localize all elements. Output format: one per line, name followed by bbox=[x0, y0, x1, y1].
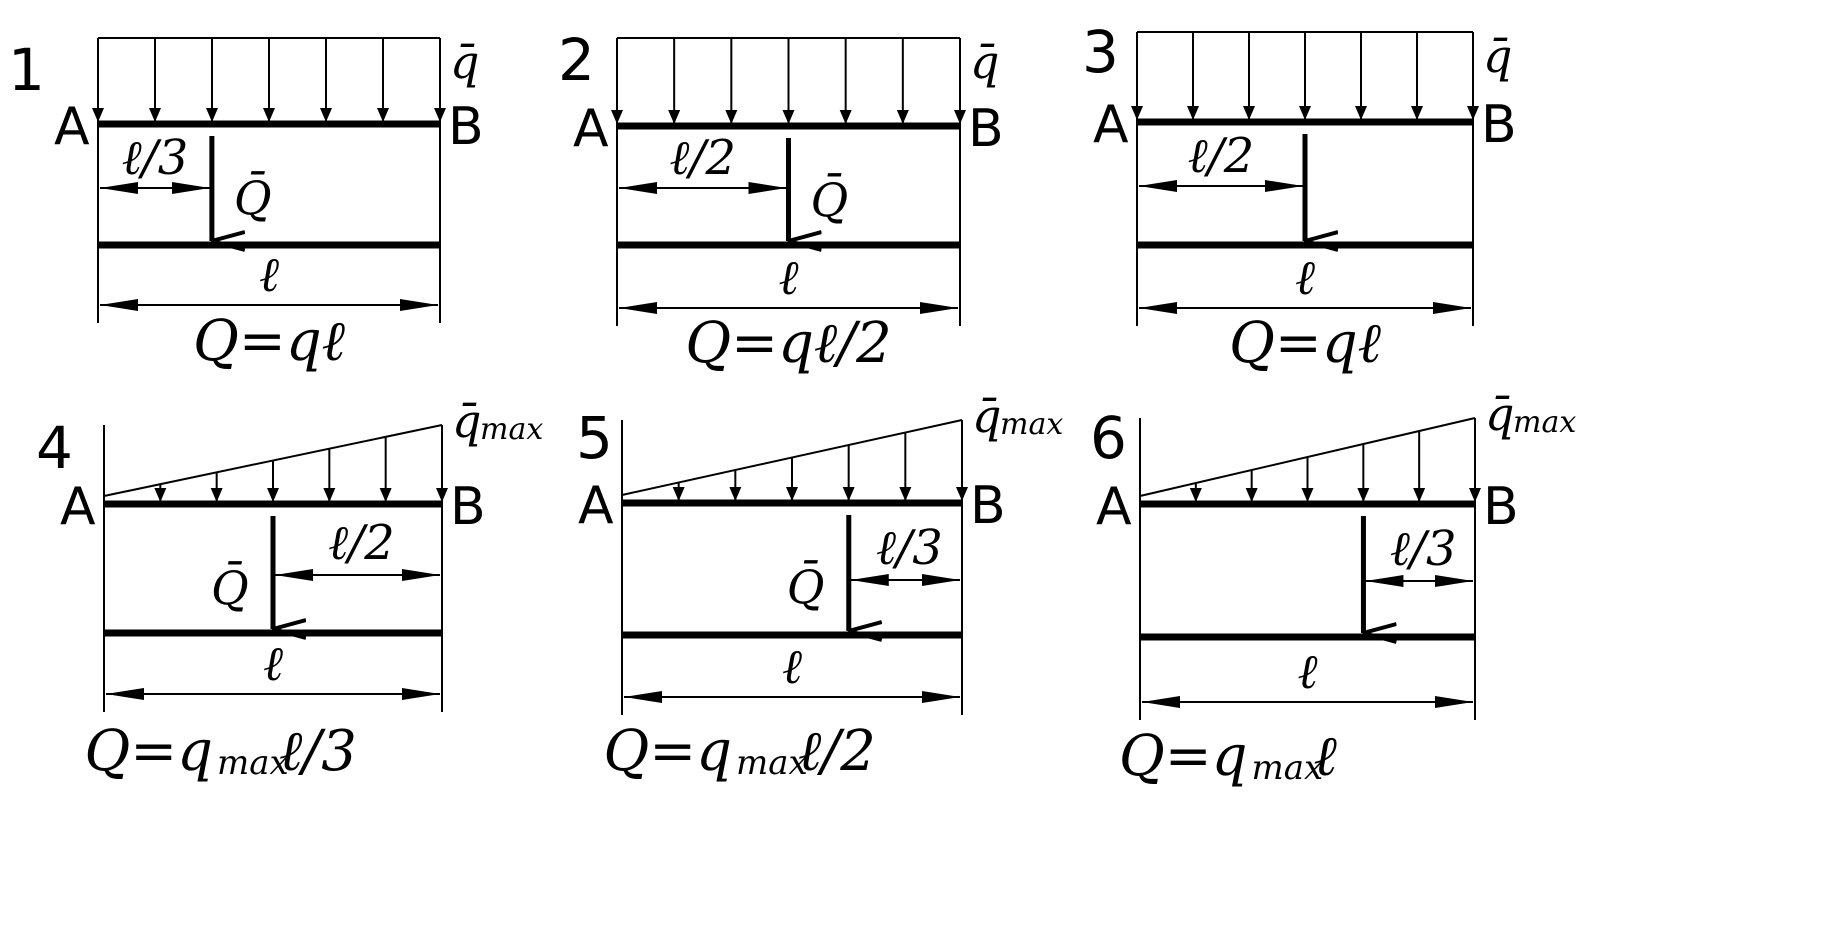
distributed-load bbox=[611, 37, 966, 124]
load-label: q̄ bbox=[1485, 387, 1514, 441]
distributed-load bbox=[1131, 31, 1479, 120]
panel-number: 5 bbox=[576, 404, 613, 472]
panel-3: 3 q̄ A Bℓ/2 ℓQ=qℓ bbox=[1082, 18, 1517, 376]
formula-tail: ℓ/3 bbox=[279, 719, 357, 784]
position-dimension-label: ℓ/2 bbox=[1188, 128, 1255, 184]
span-dimension: ℓ bbox=[624, 639, 960, 703]
span-dimension-label: ℓ bbox=[779, 250, 799, 306]
span-dimension: ℓ bbox=[106, 636, 440, 700]
position-dimension-label: ℓ/3 bbox=[1390, 521, 1457, 577]
panel-number: 1 bbox=[8, 36, 45, 104]
load-label-subscript: max bbox=[1513, 405, 1576, 440]
formula-text: Q=q bbox=[603, 719, 732, 784]
point-b-label: B bbox=[970, 476, 1006, 536]
formula-text: Q=q bbox=[1119, 724, 1248, 789]
force-position-dimension: ℓ/2 bbox=[619, 130, 787, 194]
distributed-load bbox=[103, 424, 448, 502]
position-dimension-label: ℓ/2 bbox=[328, 515, 395, 571]
resultant-formula: Q=qℓ bbox=[193, 309, 346, 374]
span-dimension-label: ℓ bbox=[259, 247, 279, 303]
formula-tail: ℓ/2 bbox=[798, 719, 876, 784]
point-a-label: A bbox=[1093, 95, 1129, 155]
span-dimension-label: ℓ bbox=[263, 636, 283, 692]
formula-subscript: max bbox=[736, 743, 808, 783]
load-label: q̄ bbox=[972, 389, 1001, 443]
load-label: q̄ bbox=[970, 35, 999, 89]
resultant-force-label: Q̄ bbox=[811, 172, 849, 227]
position-dimension-label: ℓ/3 bbox=[876, 520, 943, 576]
formula-subscript: max bbox=[217, 743, 289, 783]
force-position-dimension: ℓ/3 bbox=[850, 520, 960, 586]
panel-number: 3 bbox=[1082, 18, 1119, 86]
span-dimension-label: ℓ bbox=[1295, 250, 1315, 306]
span-dimension-label: ℓ bbox=[782, 639, 802, 695]
point-a-label: A bbox=[578, 476, 614, 536]
position-dimension-label: ℓ/2 bbox=[669, 130, 736, 186]
distributed-load bbox=[92, 37, 446, 122]
point-b-label: B bbox=[448, 97, 484, 157]
span-dimension-label: ℓ bbox=[1298, 644, 1318, 700]
resultant-formula: Q=qℓ/2 bbox=[685, 311, 892, 376]
force-position-dimension: ℓ/2 bbox=[1139, 128, 1303, 192]
panel-number: 2 bbox=[558, 26, 595, 94]
formula-text: Q=qℓ bbox=[1229, 311, 1382, 376]
point-a-label: A bbox=[54, 97, 90, 157]
span-dimension: ℓ bbox=[619, 250, 958, 314]
point-a-label: A bbox=[60, 477, 96, 537]
force-position-dimension: ℓ/3 bbox=[100, 130, 210, 194]
load-label-subscript: max bbox=[1000, 407, 1063, 442]
panel-1: 1 q̄ A B Q̄ ℓ/3 ℓQ=qℓ bbox=[8, 35, 484, 374]
panel-number: 6 bbox=[1090, 404, 1127, 472]
formula-text: Q=qℓ bbox=[193, 309, 346, 374]
resultant-force-label: Q̄ bbox=[234, 170, 272, 225]
formula-text: Q=q bbox=[84, 719, 213, 784]
formula-text: Q=qℓ/2 bbox=[685, 311, 892, 376]
point-b-label: B bbox=[450, 477, 486, 537]
distributed-load bbox=[1139, 417, 1481, 502]
force-position-dimension: ℓ/2 bbox=[275, 515, 440, 581]
span-dimension: ℓ bbox=[100, 247, 438, 311]
resultant-force-label: Q̄ bbox=[211, 560, 249, 615]
resultant-force-label: Q̄ bbox=[787, 559, 825, 614]
formula-subscript: max bbox=[1252, 748, 1324, 788]
panel-2: 2 q̄ A B Q̄ ℓ/2 ℓQ=qℓ/2 bbox=[558, 26, 1004, 376]
span-dimension: ℓ bbox=[1142, 644, 1473, 708]
distributed-load bbox=[621, 419, 968, 501]
point-b-label: B bbox=[1481, 95, 1517, 155]
resultant-formula: Q=qℓ bbox=[1229, 311, 1382, 376]
span-dimension: ℓ bbox=[1139, 250, 1471, 314]
load-label: q̄ bbox=[1483, 29, 1512, 83]
point-a-label: A bbox=[1096, 477, 1132, 537]
point-b-label: B bbox=[1483, 477, 1519, 537]
formula-tail: ℓ bbox=[1314, 724, 1338, 789]
panel-number: 4 bbox=[36, 414, 73, 482]
point-b-label: B bbox=[968, 99, 1004, 159]
load-label: q̄ bbox=[450, 35, 479, 89]
load-label: q̄ bbox=[452, 394, 481, 448]
point-a-label: A bbox=[573, 99, 609, 159]
force-position-dimension: ℓ/3 bbox=[1365, 521, 1473, 587]
load-label-subscript: max bbox=[480, 412, 543, 447]
position-dimension-label: ℓ/3 bbox=[122, 130, 189, 186]
